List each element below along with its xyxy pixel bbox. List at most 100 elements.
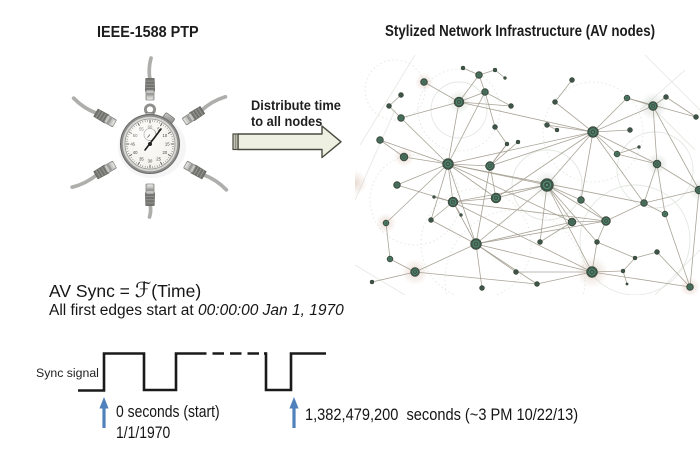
network-edge bbox=[689, 189, 700, 288]
network-edge bbox=[592, 105, 654, 133]
network-edge bbox=[656, 251, 691, 288]
svg-text:45: 45 bbox=[130, 142, 135, 147]
network-edge bbox=[414, 243, 477, 273]
network-node bbox=[459, 213, 463, 217]
network-edge bbox=[622, 270, 628, 285]
network-edge bbox=[475, 221, 573, 245]
network-edge bbox=[554, 79, 573, 103]
network-nodes bbox=[369, 65, 700, 291]
network-edge bbox=[664, 213, 691, 288]
network-edge bbox=[643, 202, 666, 215]
network-edge bbox=[616, 146, 640, 155]
network-node bbox=[654, 249, 660, 255]
block-arrow-right bbox=[232, 125, 342, 159]
network-edge bbox=[571, 220, 607, 223]
network-node bbox=[513, 269, 519, 275]
network-edge bbox=[403, 156, 449, 165]
network-node bbox=[504, 141, 510, 147]
network-edge bbox=[414, 271, 538, 285]
network-edge bbox=[489, 141, 519, 167]
waveform-solid-2 bbox=[264, 352, 326, 392]
network-edge bbox=[546, 184, 607, 222]
node-halo bbox=[355, 171, 367, 195]
background-ring bbox=[511, 149, 583, 221]
network-node bbox=[428, 217, 434, 223]
network-edge bbox=[458, 101, 594, 133]
network-edge bbox=[656, 163, 700, 191]
edges-note-date: 00:00:00 Jan 1, 1970 bbox=[198, 301, 344, 319]
av-sync-formula: AV Sync = ℱ(Time) bbox=[49, 279, 202, 301]
network-edge bbox=[596, 241, 636, 259]
network-edge bbox=[447, 131, 594, 165]
network-edge bbox=[546, 184, 593, 273]
node-halo bbox=[688, 179, 700, 201]
network-edge bbox=[475, 243, 538, 285]
svg-text:10: 10 bbox=[163, 133, 168, 138]
network-edge bbox=[385, 222, 391, 260]
background-ring bbox=[579, 184, 691, 295]
stopwatch-tick-marks bbox=[125, 119, 175, 169]
network-node bbox=[632, 255, 638, 261]
network-edge bbox=[665, 96, 697, 118]
network-edge bbox=[379, 139, 449, 165]
network-edge bbox=[452, 201, 477, 245]
svg-text:15: 15 bbox=[165, 142, 170, 147]
svg-text:60: 60 bbox=[148, 124, 153, 129]
network-node bbox=[637, 145, 641, 149]
network-edge bbox=[475, 184, 548, 245]
network-edge bbox=[484, 91, 512, 107]
network-edge bbox=[592, 131, 645, 204]
network-edge bbox=[447, 163, 454, 203]
network-node bbox=[693, 114, 699, 120]
network-edge bbox=[447, 163, 477, 245]
network-edge bbox=[489, 165, 497, 199]
network-node bbox=[492, 67, 498, 73]
network-node bbox=[569, 77, 575, 83]
network-edge bbox=[592, 97, 628, 133]
sync-signal-label: Sync signal bbox=[36, 365, 99, 380]
svg-text:5: 5 bbox=[157, 127, 160, 132]
network-edge bbox=[643, 163, 658, 204]
network-edge bbox=[656, 163, 666, 215]
ethernet-cable-icon bbox=[181, 158, 232, 195]
sync-waveform bbox=[78, 352, 326, 428]
network-edge bbox=[447, 163, 497, 199]
svg-text:35: 35 bbox=[139, 156, 144, 161]
network-edge bbox=[447, 91, 486, 165]
network-edge bbox=[484, 91, 496, 128]
network-node bbox=[398, 92, 404, 98]
network-node bbox=[627, 127, 633, 133]
av-sync-suffix: (Time) bbox=[151, 280, 202, 301]
network-edge bbox=[494, 126, 508, 145]
network-edge bbox=[379, 139, 405, 158]
background-stray-line bbox=[359, 54, 416, 146]
network-edge bbox=[400, 101, 460, 119]
network-graph bbox=[355, 54, 700, 295]
network-edge bbox=[452, 201, 593, 273]
network-edge bbox=[495, 184, 548, 199]
network-edges bbox=[371, 67, 700, 289]
network-edge bbox=[546, 124, 594, 133]
network-edge bbox=[546, 184, 598, 243]
network-edge bbox=[536, 271, 593, 285]
network-edge bbox=[475, 243, 483, 289]
network-node bbox=[515, 139, 521, 145]
network-node bbox=[534, 281, 540, 287]
network-node bbox=[663, 94, 669, 100]
network-edge bbox=[447, 163, 491, 167]
network-edge bbox=[452, 201, 607, 222]
ethernet-cable-icon bbox=[68, 93, 119, 130]
network-edge bbox=[396, 163, 449, 186]
network-node bbox=[537, 239, 543, 245]
ethernet-cable-icon bbox=[143, 56, 157, 102]
network-edge bbox=[592, 131, 658, 165]
distribute-label-line2: to all nodes bbox=[251, 112, 323, 129]
network-edge bbox=[580, 199, 607, 222]
network-node bbox=[460, 65, 466, 71]
title-ieee-1588-ptp: IEEE-1588 PTP bbox=[97, 23, 199, 41]
network-edge bbox=[430, 163, 449, 221]
network-edge bbox=[430, 219, 477, 245]
ethernet-cable-icon bbox=[143, 182, 157, 219]
network-edge bbox=[634, 251, 658, 259]
